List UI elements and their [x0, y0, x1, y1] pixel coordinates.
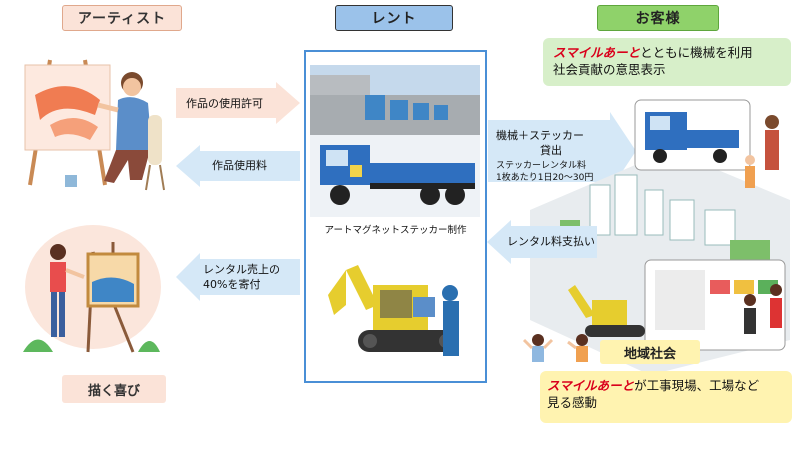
revenue-share-arrow: [176, 253, 302, 301]
revenue-share-line2: 40%を寄付: [203, 278, 261, 291]
machine-loan-line1: 機械＋ステッカー: [496, 129, 584, 142]
customer-header: お客様: [597, 5, 719, 31]
impression-line1: が工事現場、工場など: [634, 378, 760, 393]
children-illustration: [522, 334, 588, 362]
artist-header: アーティスト: [62, 5, 182, 31]
truck-fleet-photo: [310, 65, 480, 217]
usage-fee-arrow: [176, 145, 302, 187]
customer-message-line2: 社会貢献の意思表示: [553, 62, 666, 77]
rental-payment-arrow: [487, 220, 599, 264]
machine-loan-label: 機械＋ステッカー 貸出: [496, 128, 584, 158]
artist-joy-illustration: [23, 225, 161, 353]
sticker-fee-label: ステッカーレンタル料 1枚あたり1日20～30円: [496, 160, 593, 184]
customer-message-line1: とともに機械を利用: [640, 45, 753, 60]
usage-fee-label: 作品使用料: [212, 159, 267, 172]
customer-message-box: [543, 38, 791, 86]
impression-message: スマイルあーとが工事現場、工場など 見る感動: [547, 377, 787, 411]
revenue-share-line1: レンタル売上の: [203, 263, 280, 276]
excavator-image: [328, 265, 459, 356]
revenue-share-label: レンタル売上の 40%を寄付: [203, 262, 280, 292]
impression-box: [540, 371, 792, 423]
sticker-production-caption: アートマグネットステッカー制作: [324, 225, 467, 236]
brand-name-bottom: スマイルあーと: [547, 378, 635, 393]
usage-permission-arrow: [176, 82, 302, 124]
rental-payment-label: レンタル料支払い: [507, 235, 595, 248]
machine-loan-arrow: [488, 112, 638, 190]
sticker-fee-line2: 1枚あたり1日20～30円: [496, 173, 594, 183]
artist-joy-label: 描く喜び: [62, 375, 166, 403]
city-scene-illustration: [530, 99, 790, 375]
impression-line2: 見る感動: [547, 395, 598, 410]
usage-permission-label: 作品の使用許可: [186, 97, 263, 110]
community-label: 地域社会: [600, 340, 700, 364]
rent-header: レント: [335, 5, 453, 31]
customer-message: スマイルあーととともに機械を利用 社会貢献の意思表示: [553, 44, 789, 78]
artist-painting-illustration: [10, 55, 175, 195]
machine-loan-line2: 貸出: [540, 144, 562, 157]
sticker-fee-line1: ステッカーレンタル料: [496, 161, 587, 171]
brand-name: スマイルあーと: [553, 45, 641, 60]
